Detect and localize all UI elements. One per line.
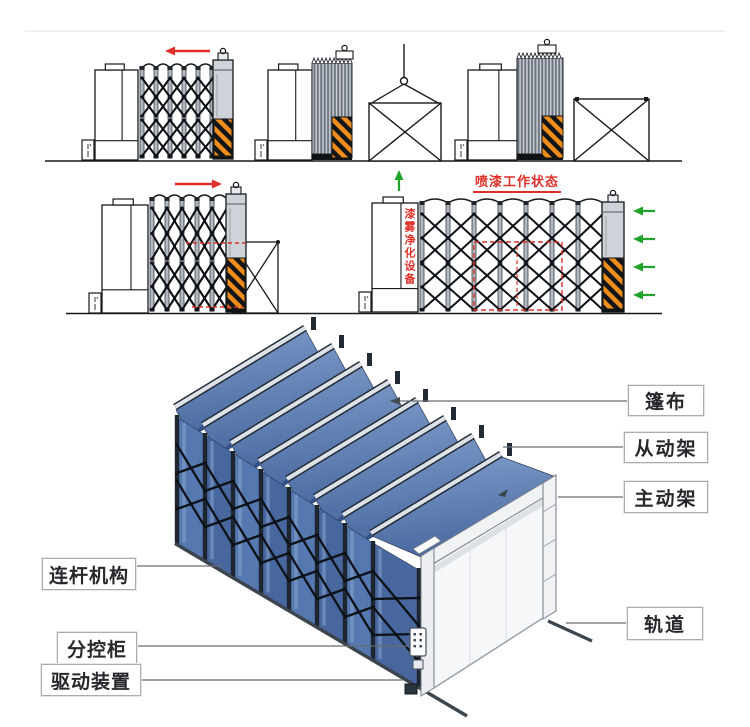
leader-lines bbox=[136, 397, 627, 681]
label-track: 轨道 bbox=[626, 606, 704, 641]
label-control-cabinet: 分控柜 bbox=[56, 631, 138, 665]
booth-3d-illustration bbox=[173, 317, 593, 718]
label-linkage: 连杆机构 bbox=[41, 557, 137, 591]
label-driving-frame: 主动架 bbox=[623, 480, 709, 514]
stage-diagram-extending bbox=[66, 179, 662, 315]
spray-work-state-title: 喷漆工作状态 bbox=[473, 171, 562, 193]
stage-diagram-collapsed-workpiece bbox=[454, 38, 650, 162]
label-driven-frame: 从动架 bbox=[623, 431, 709, 464]
stage-diagram-spraying bbox=[358, 170, 655, 313]
stage-diagram-collapsed-crane bbox=[254, 44, 442, 162]
label-drive-unit: 驱动装置 bbox=[40, 663, 142, 697]
stage-diagram-retracting bbox=[45, 46, 682, 162]
paint-mist-purifier-label: 漆雾净化设备 bbox=[403, 208, 415, 286]
label-tarpaulin: 篷布 bbox=[627, 384, 705, 417]
